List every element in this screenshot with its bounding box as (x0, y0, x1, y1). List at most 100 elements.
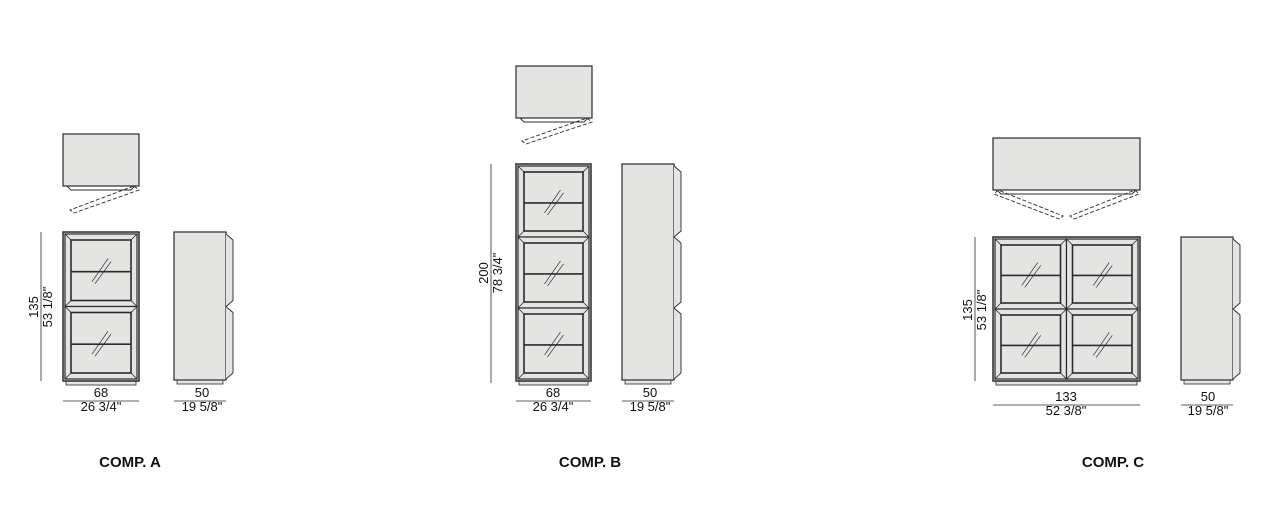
door-glass (523, 171, 584, 232)
comp-b-height-cm: 200 (476, 262, 491, 284)
comp-b: 200 78 3/4" 68 26 3/4" 50 19 5/8" COMP. … (476, 252, 671, 471)
comp-b-height-in: 78 3/4" (490, 252, 505, 293)
bevel-line (64, 233, 72, 241)
bevel-line (1066, 302, 1073, 310)
side-view (1180, 236, 1241, 385)
door-edge (519, 117, 589, 123)
bevel-line (1060, 238, 1067, 246)
glass-door (64, 305, 138, 380)
glass-reflection (1024, 335, 1042, 358)
door-glass (70, 239, 132, 302)
glass-reflection (94, 333, 112, 357)
comp-b-width-in: 26 3/4" (533, 399, 574, 414)
comp-b-title: COMP. B (559, 454, 621, 471)
door-profile (673, 307, 682, 380)
comp-a: 135 53 1/8" 68 26 3/4" 50 19 5/8" COMP. … (26, 286, 223, 471)
bevel-line (64, 372, 72, 380)
door-profile (1232, 308, 1241, 380)
glass-door (517, 236, 590, 309)
comp-a-depth-cm: 50 (195, 385, 209, 400)
top-outline (62, 133, 140, 187)
door-glass (523, 313, 584, 374)
front-view (62, 231, 140, 386)
bevel-line (130, 306, 138, 313)
door-profile (673, 165, 682, 238)
bevel-line (582, 372, 590, 380)
bevel-line (517, 307, 525, 315)
comp-c-width-cm: 133 (1055, 389, 1077, 404)
door-profile (225, 306, 234, 380)
plinth (176, 379, 224, 385)
bevel-line (994, 238, 1002, 246)
bevel-line (517, 230, 525, 238)
bevel-line (994, 308, 1002, 316)
bevel-line (130, 233, 138, 241)
comp-c-depth-in: 19 5/8" (1188, 403, 1229, 418)
bevel-line (130, 300, 138, 307)
top-outline (992, 137, 1141, 191)
bevel-line (517, 236, 525, 244)
bevel-line (1066, 308, 1073, 316)
bevel-line (1131, 302, 1139, 310)
plinth (1183, 379, 1231, 385)
glass-reflection (1092, 332, 1110, 356)
bevel-line (517, 165, 525, 173)
bevel-line (1060, 372, 1067, 380)
side-panel (1180, 236, 1234, 381)
door-glass (523, 242, 584, 303)
bevel-line (582, 307, 590, 315)
glass-door (517, 307, 590, 380)
comp-a-width-in: 26 3/4" (81, 399, 122, 414)
door-swing-dashed (521, 117, 593, 145)
door-edge (66, 185, 136, 191)
plinth (624, 379, 672, 385)
comp-a-depth-in: 19 5/8" (182, 399, 223, 414)
comp-b-depth-in: 19 5/8" (630, 399, 671, 414)
bevel-line (994, 372, 1002, 380)
bevel-line (582, 230, 590, 238)
door-profile (673, 236, 682, 309)
glass-door (994, 308, 1068, 380)
bevel-line (1131, 372, 1139, 380)
side-panel (173, 231, 227, 381)
bevel-line (1060, 308, 1067, 316)
comp-c-depth-cm: 50 (1201, 389, 1215, 404)
bevel-line (517, 372, 525, 380)
comp-a-height-cm: 135 (26, 296, 41, 318)
side-view (173, 231, 234, 385)
glass-reflection (91, 331, 109, 355)
comp-b-width-cm: 68 (546, 385, 560, 400)
glass-reflection (547, 263, 564, 287)
door-glass (1071, 314, 1133, 374)
door-glass (1000, 244, 1062, 304)
top-outline (515, 65, 593, 119)
comp-c: 135 53 1/8" 133 52 3/8" 50 19 5/8" COMP.… (960, 289, 1229, 471)
glass-reflection (91, 258, 109, 282)
door-profile (1232, 238, 1241, 310)
glass-reflection (1095, 265, 1113, 288)
front-view (992, 236, 1141, 386)
glass-door (1065, 308, 1139, 380)
comp-a-title: COMP. A (99, 454, 161, 471)
bevel-line (517, 301, 525, 309)
bevel-line (130, 372, 138, 380)
glass-door (994, 238, 1068, 310)
door-glass (1071, 244, 1133, 304)
glass-reflection (1024, 265, 1042, 288)
door-swing-dashed (993, 189, 1064, 220)
glass-door (64, 233, 138, 308)
top-view (992, 137, 1141, 220)
bevel-line (1066, 238, 1073, 246)
glass-reflection (1021, 262, 1039, 286)
comp-a-height-in: 53 1/8" (40, 286, 55, 327)
glass-reflection (544, 189, 561, 214)
front-view (515, 163, 592, 386)
door-glass (70, 311, 132, 374)
top-view (62, 133, 140, 214)
top-view (515, 65, 593, 145)
glass-reflection (1095, 335, 1113, 358)
bevel-line (64, 306, 72, 313)
comp-c-title: COMP. C (1082, 454, 1144, 471)
bevel-line (1060, 302, 1067, 310)
